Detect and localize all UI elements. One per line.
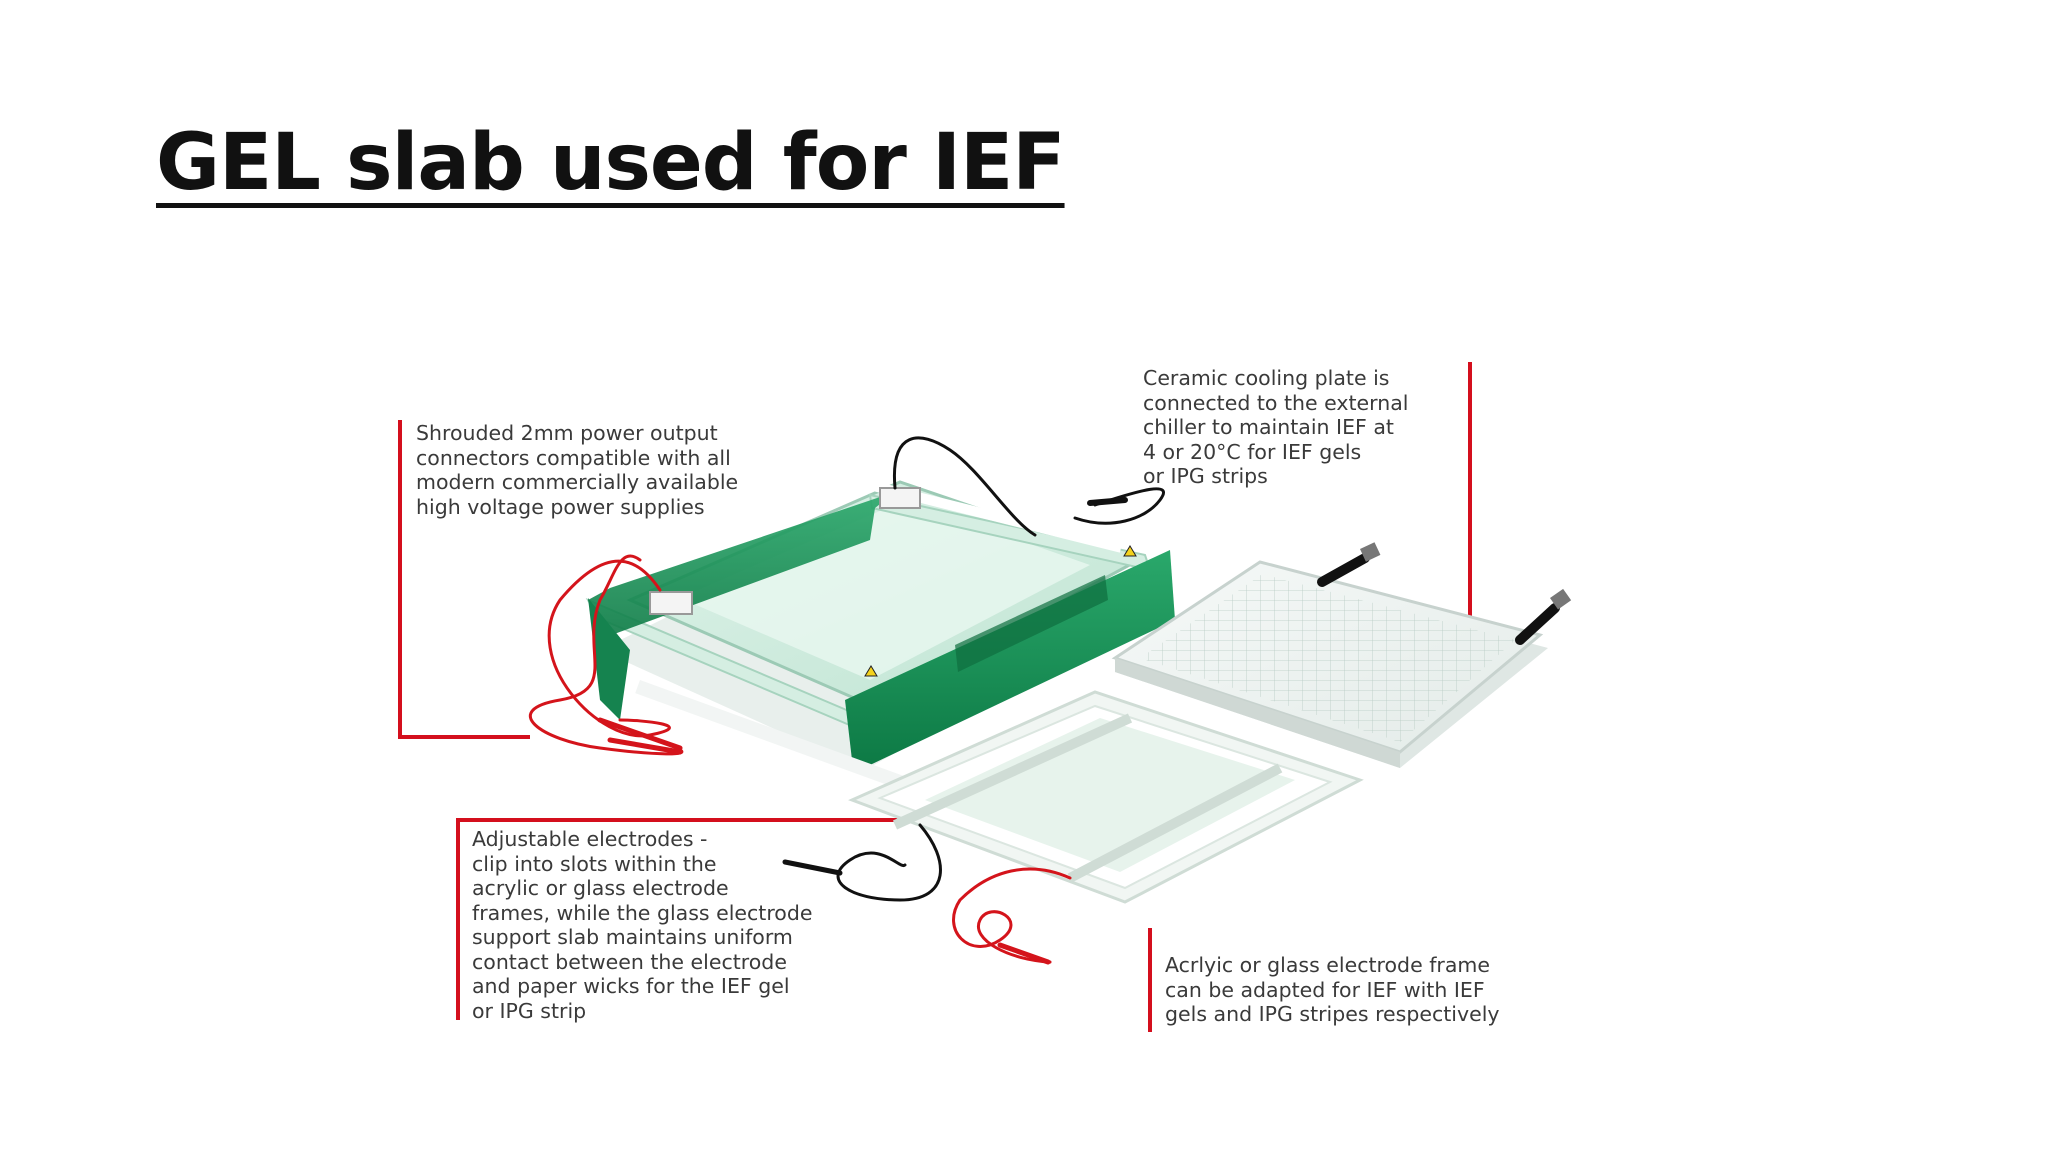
leader-line-power-connectors <box>398 420 530 739</box>
power-connector-block-back <box>879 487 921 509</box>
callout-electrode-frame: Acrlyic or glass electrode frame can be … <box>1165 953 1500 1026</box>
tank-power-leads <box>528 436 1165 756</box>
callout-power-connectors: Shrouded 2mm power output connectors com… <box>416 421 739 519</box>
slide-title: GEL slab used for IEF <box>156 118 1066 208</box>
callout-cooling-plate: Ceramic cooling plate is connected to th… <box>1143 366 1409 488</box>
ceramic-cooling-plate <box>1111 542 1572 768</box>
electrode-leads <box>782 823 1072 965</box>
callout-electrodes: Adjustable electrodes - clip into slots … <box>472 827 813 1023</box>
leader-line-electrodes <box>456 818 900 1020</box>
power-connector-block-front <box>649 591 693 615</box>
leader-lines <box>398 362 1472 1032</box>
electrode-frame <box>848 690 1364 904</box>
ief-tank <box>585 480 1175 796</box>
